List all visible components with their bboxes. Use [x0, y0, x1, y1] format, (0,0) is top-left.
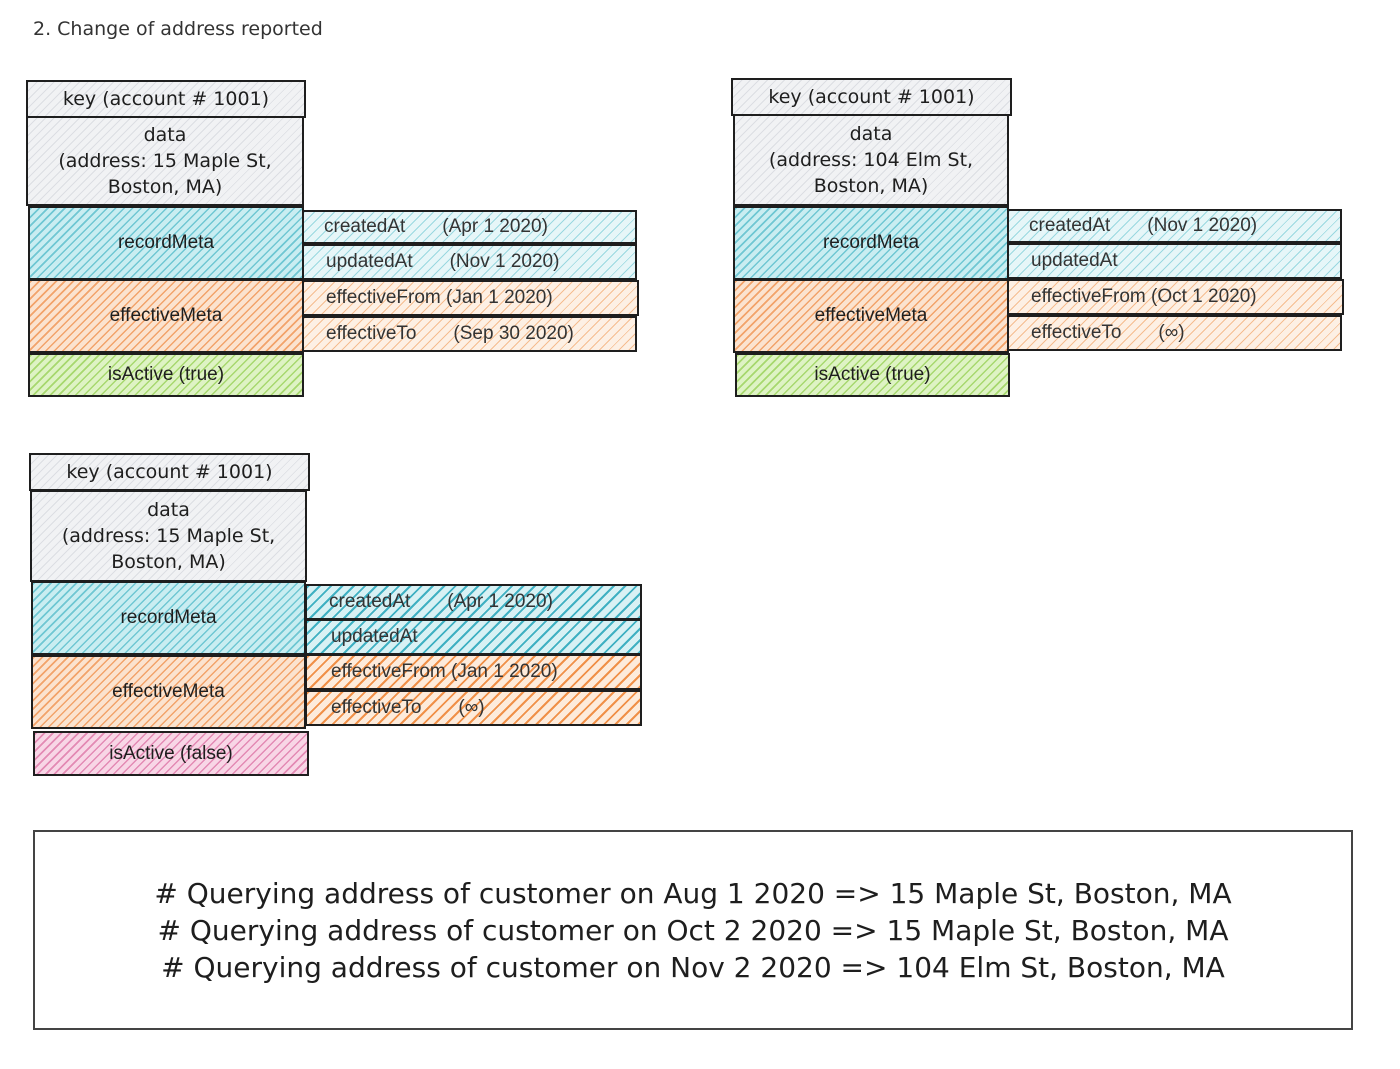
record-2-effective-meta: effectiveMeta [733, 279, 1009, 353]
record-2-data-line-3: Boston, MA) [813, 175, 929, 197]
record-2-data: data (address: 104 Elm St, Boston, MA) [733, 114, 1009, 206]
query-line-3: # Querying address of customer on Nov 2 … [161, 950, 1225, 984]
record-1-data-line-1: data [143, 124, 187, 146]
record-3-created-at: createdAt (Apr 1 2020) [305, 584, 642, 620]
record-1-data-line-3: Boston, MA) [107, 176, 223, 198]
record-1-effective-to: effectiveTo (Sep 30 2020) [302, 316, 637, 352]
record-3-effective-to: effectiveTo (∞) [305, 690, 642, 726]
record-3-effective-from: effectiveFrom (Jan 1 2020) [305, 654, 642, 690]
record-3-record-meta: recordMeta [31, 581, 306, 655]
record-3-data-line-1: data [147, 499, 190, 521]
record-2-effective-from: effectiveFrom (Oct 1 2020) [1007, 279, 1344, 315]
record-1-created-at: createdAt (Apr 1 2020) [302, 210, 637, 244]
record-2-is-active: isActive (true) [735, 353, 1010, 397]
record-2-record-meta: recordMeta [733, 206, 1009, 280]
record-3-data-line-3: Boston, MA) [111, 551, 226, 573]
record-3-effective-meta: effectiveMeta [31, 655, 306, 729]
record-2-updated-at: updatedAt [1007, 243, 1342, 279]
query-line-2: # Querying address of customer on Oct 2 … [157, 913, 1229, 947]
record-1-key: key (account # 1001) [26, 80, 306, 118]
record-3-data-line-2: (address: 15 Maple St, [61, 525, 276, 547]
record-3-data: data (address: 15 Maple St, Boston, MA) [30, 490, 307, 582]
record-3-updated-at: updatedAt [305, 619, 642, 655]
record-2-data-line-2: (address: 104 Elm St, [768, 149, 974, 171]
query-line-1: # Querying address of customer on Aug 1 … [154, 876, 1232, 910]
record-1-data: data (address: 15 Maple St, Boston, MA) [26, 116, 304, 206]
record-2-key: key (account # 1001) [731, 78, 1012, 116]
diagram-title: 2. Change of address reported [33, 18, 323, 40]
record-1-effective-from: effectiveFrom (Jan 1 2020) [302, 280, 639, 316]
record-1-data-line-2: (address: 15 Maple St, [58, 150, 272, 172]
query-results-box: # Querying address of customer on Aug 1 … [33, 830, 1353, 1030]
record-2-effective-to: effectiveTo (∞) [1007, 315, 1342, 351]
record-3-is-active: isActive (false) [33, 731, 309, 776]
record-2-created-at: createdAt (Nov 1 2020) [1007, 209, 1342, 243]
record-1-is-active: isActive (true) [28, 353, 304, 397]
record-1-updated-at: updatedAt (Nov 1 2020) [302, 244, 637, 280]
record-1-effective-meta: effectiveMeta [28, 279, 304, 353]
record-1-record-meta: recordMeta [28, 206, 304, 280]
record-2-data-line-1: data [849, 123, 893, 145]
record-3-key: key (account # 1001) [29, 453, 310, 491]
